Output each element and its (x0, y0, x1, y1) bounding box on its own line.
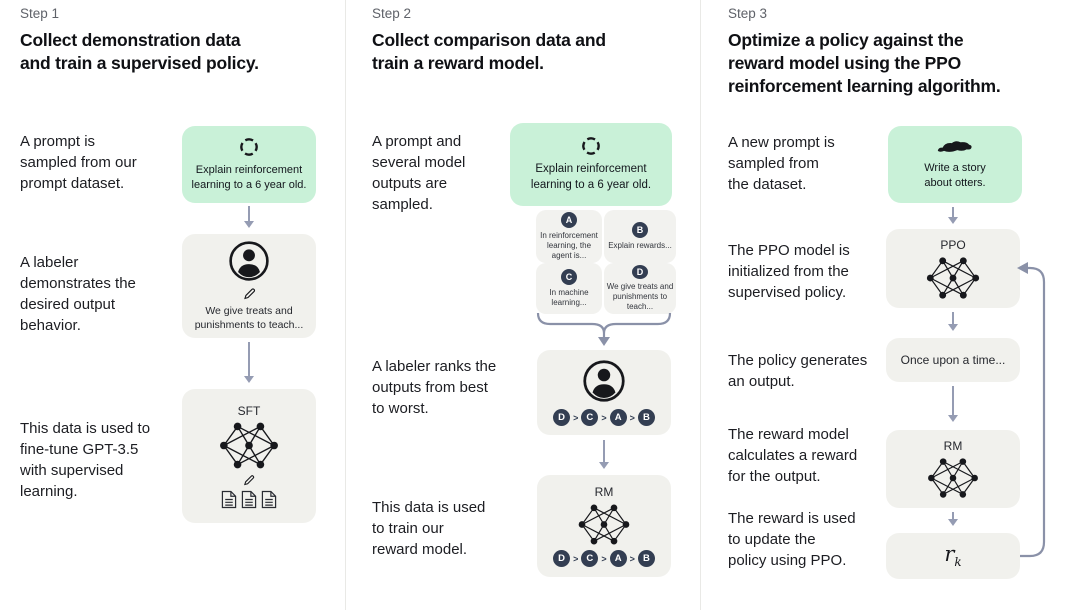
sft-label: SFT (237, 403, 261, 418)
step-1-title: Collect demonstration data and train a s… (20, 30, 259, 73)
arrow-down (952, 512, 954, 524)
network-icon (576, 503, 632, 546)
documents-icon (221, 490, 277, 509)
cycle-icon (238, 136, 260, 158)
reward-r: r (944, 542, 955, 567)
rank-chip: A (609, 550, 627, 567)
feedback-loop-arrow (1017, 262, 1046, 558)
reward-k-subscript: k (954, 555, 962, 570)
rank-separator: > (573, 553, 579, 564)
network-icon (924, 256, 982, 300)
ranking-box: D > C > A > B (537, 350, 671, 435)
output-box-c: C In machine learning... (536, 263, 602, 314)
column-divider (345, 0, 346, 610)
output-text: In machine learning... (549, 288, 589, 307)
caption-prompt-outputs-sampled: A prompt and several model outputs are s… (372, 133, 466, 213)
caption-reward-updates: The reward is used to update the policy … (728, 510, 856, 569)
step-3-label: Step 3 (728, 6, 768, 21)
ranking-order: D > C > A > B (553, 550, 655, 567)
caption-rm-calculates: The reward model calculates a reward for… (728, 426, 858, 485)
rank-chip: D (553, 550, 571, 567)
rank-chip: B (637, 409, 655, 426)
network-icon (925, 457, 981, 499)
caption-labeler-ranks: A labeler ranks the outputs from best to… (372, 358, 497, 417)
rank-chip: C (581, 550, 599, 567)
ranking-order: D > C > A > B (553, 409, 655, 426)
sft-model-box: SFT (182, 389, 316, 523)
output-box-a: A In reinforcement learning, the agent i… (536, 210, 602, 263)
step-2-label: Step 2 (372, 6, 412, 21)
arrow-down (952, 207, 954, 222)
column-divider (700, 0, 701, 610)
prompt-text: Explain reinforcement learning to a 6 ye… (191, 164, 307, 191)
output-letter-badge: B (632, 222, 648, 238)
caption-new-prompt: A new prompt is sampled from the dataset… (728, 134, 835, 193)
reward-model-box-step3: RM (886, 430, 1020, 508)
rank-separator: > (629, 553, 635, 564)
arrow-down (603, 440, 605, 467)
output-text: We give treats and punishments to teach.… (606, 282, 674, 311)
arrow-down (952, 386, 954, 420)
step-3-title: Optimize a policy against the reward mod… (728, 30, 1001, 96)
rank-chip: C (581, 409, 599, 426)
prompt-box-step3: Write a story about otters. (888, 126, 1022, 203)
output-text: Explain rewards... (608, 241, 672, 250)
labeler-demo-text: We give treats and punishments to teach.… (194, 304, 304, 331)
prompt-box-step2: Explain reinforcement learning to a 6 ye… (510, 123, 672, 206)
rm-label: RM (594, 485, 614, 499)
rank-separator: > (573, 412, 579, 423)
cycle-icon (580, 135, 602, 157)
caption-train-reward-model: This data is used to train our reward mo… (372, 499, 486, 558)
arrow-down (248, 206, 250, 226)
merge-bracket-arrow (536, 312, 672, 346)
rank-separator: > (601, 553, 607, 564)
rank-separator: > (629, 412, 635, 423)
policy-output-box: Once upon a time... (886, 338, 1020, 382)
reward-model-box-step2: RM D > C > A > B (537, 475, 671, 577)
prompt-text: Write a story about otters. (924, 162, 986, 189)
person-icon (228, 240, 270, 282)
rm-label: RM (943, 439, 963, 453)
prompt-box-step1: Explain reinforcement learning to a 6 ye… (182, 126, 316, 203)
rank-chip: B (637, 550, 655, 567)
rank-chip: D (553, 409, 571, 426)
reward-value-box: rk (886, 533, 1020, 579)
pencil-icon (242, 473, 256, 487)
rank-separator: > (601, 412, 607, 423)
labeler-box-step1: We give treats and punishments to teach.… (182, 234, 316, 338)
caption-labeler-demonstrates: A labeler demonstrates the desired outpu… (20, 254, 136, 334)
output-letter-badge: A (561, 212, 577, 228)
caption-finetune-gpt: This data is used to fine-tune GPT-3.5 w… (20, 420, 151, 500)
caption-ppo-initialized: The PPO model is initialized from the su… (728, 242, 850, 301)
network-icon (217, 421, 281, 470)
ppo-model-box: PPO (886, 229, 1020, 308)
prompt-text: Explain reinforcement learning to a 6 ye… (530, 163, 652, 191)
arrow-down (952, 312, 954, 329)
person-icon (582, 359, 626, 403)
step-2-title: Collect comparison data and train a rewa… (372, 30, 606, 73)
output-letter-badge: C (561, 269, 577, 285)
output-box-b: B Explain rewards... (604, 210, 676, 263)
arrow-down (248, 342, 250, 381)
policy-output-text: Once upon a time... (900, 353, 1006, 367)
step-1-label: Step 1 (20, 6, 60, 21)
output-text: In reinforcement learning, the agent is.… (540, 231, 598, 260)
caption-prompt-sampled: A prompt is sampled from our prompt data… (20, 133, 137, 192)
ppo-label: PPO (940, 237, 966, 252)
rank-chip: A (609, 409, 627, 426)
reward-value-label: rk (944, 542, 961, 569)
otter-icon (937, 138, 973, 156)
caption-policy-generates: The policy generates an output. (728, 352, 868, 390)
output-letter-badge: D (632, 265, 648, 279)
output-box-d: D We give treats and punishments to teac… (604, 263, 676, 314)
pencil-icon (242, 286, 257, 301)
